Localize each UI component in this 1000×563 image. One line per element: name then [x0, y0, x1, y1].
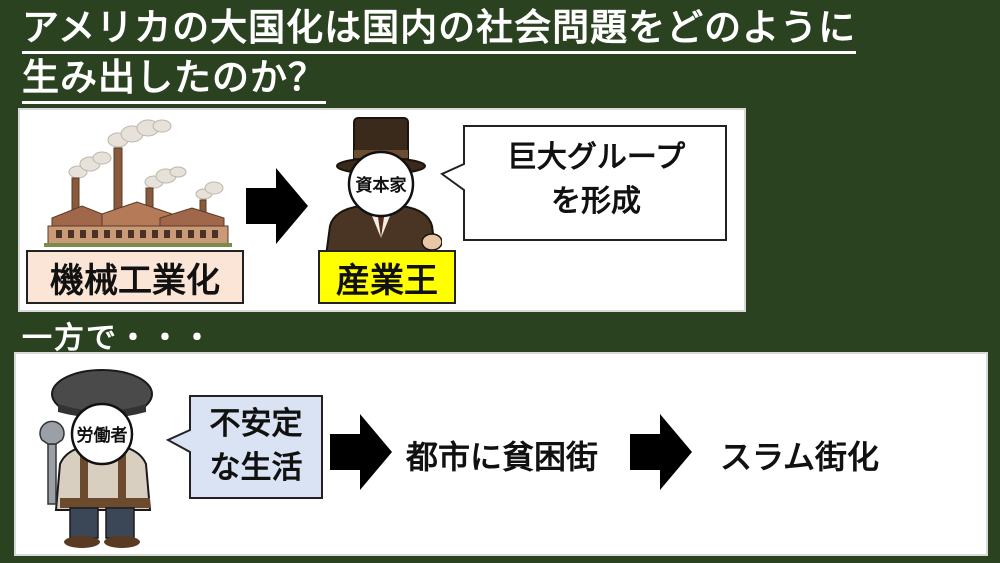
urban-poverty-text: 都市に貧困街: [406, 438, 599, 476]
factory-illustration: [44, 119, 232, 247]
industry-king-label: 産業王: [318, 250, 456, 304]
wrench-icon: [39, 420, 65, 505]
unstable-life-bubble: [165, 395, 323, 499]
bubble-line-2: な生活: [209, 450, 303, 486]
page-title-line-1: アメリカの大国化は国内の社会問題をどのように: [22, 6, 857, 54]
worker-face-label: 労働者: [77, 425, 128, 446]
unstable-life-text: 不安定 な生活: [190, 402, 322, 490]
meanwhile-text: 一方で・・・: [22, 321, 214, 356]
page-title-line-2: 生み出したのか？: [22, 56, 326, 104]
face-circle: [70, 402, 134, 466]
bubble-line-2: を形成: [551, 184, 641, 219]
capitalist-illustration: 資本家: [324, 117, 442, 256]
worker-illustration: 労働者: [39, 369, 153, 548]
smoke: [68, 119, 224, 200]
right-arrow-icon: [246, 168, 308, 244]
slum-text: スラム街化: [720, 438, 880, 476]
right-arrow-icon: [330, 414, 392, 490]
urban-poverty-panel: 労働者 不安定 な生活 都市に貧困街 スラム街化: [14, 352, 988, 556]
industrialization-panel: 機械工業化 資本家 産業王 巨大グループ を形成: [18, 108, 746, 312]
bubble-line-1: 巨大グループ: [506, 140, 686, 175]
face-circle: [347, 150, 415, 218]
group-bubble-text: 巨大グループ を形成: [466, 136, 726, 224]
industrialization-label: 機械工業化: [26, 250, 244, 304]
group-speech-bubble: [440, 125, 727, 241]
right-arrow-icon: [630, 414, 692, 490]
capitalist-face-label: 資本家: [356, 175, 407, 196]
bubble-line-1: 不安定: [209, 406, 303, 442]
